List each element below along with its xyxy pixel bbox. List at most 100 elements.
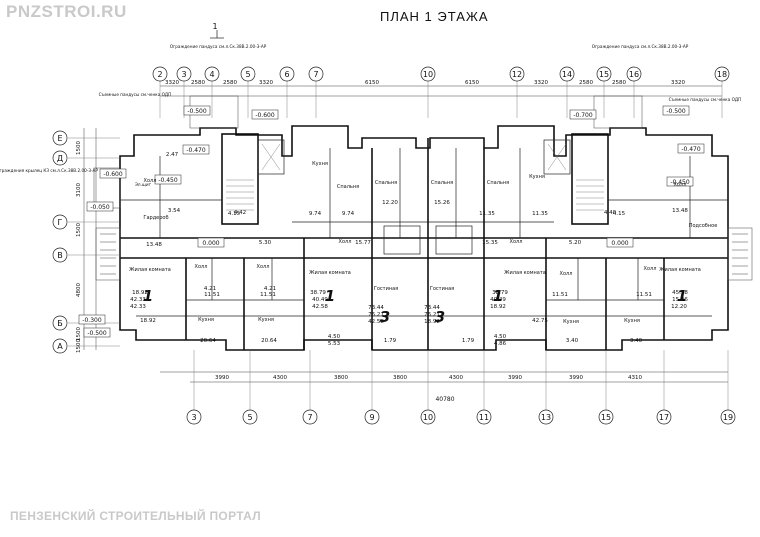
- dim-bottom-2: 3800: [334, 375, 348, 381]
- axis-top-4: 4: [209, 70, 214, 79]
- dim-left-5: 1500: [76, 339, 82, 353]
- level-mark-4: -0.500: [666, 108, 686, 115]
- level-mark-8: -0.450: [158, 177, 178, 184]
- apartment-number-0: 1: [143, 287, 153, 305]
- area-10: 73.44: [424, 305, 440, 311]
- area-38: 4.21: [264, 286, 276, 292]
- dim-top-3: 3320: [259, 80, 273, 86]
- area-11: 76.21: [424, 312, 440, 318]
- area-22: 12.20: [382, 200, 398, 206]
- axis-bottom-5: 5: [247, 413, 252, 422]
- lift-left: [257, 139, 285, 175]
- area-8: 76.21: [368, 312, 384, 318]
- room-label-10: Кухня: [312, 161, 328, 167]
- axis-bottom-7-circle: [302, 409, 318, 425]
- room-label-11: Кухня: [529, 174, 545, 180]
- stair-right: [571, 133, 609, 225]
- dim-bottom-7: 4310: [628, 375, 642, 381]
- level-mark-11: -0.500: [87, 330, 107, 337]
- area-17: 45.18: [672, 290, 688, 296]
- area-51: 5.53: [328, 341, 341, 347]
- room-label-14: Кухня: [563, 319, 579, 325]
- note-2: Съемные пандусы см.ченка ОДП: [99, 92, 172, 97]
- area-28: 5.30: [259, 240, 272, 246]
- room-label-7: Спальня: [375, 180, 397, 186]
- area-30: 3.54: [168, 208, 181, 214]
- axis-left-Е-circle: [52, 130, 68, 146]
- room-label-6: Спальня: [337, 184, 359, 190]
- level-mark-0: -0.500: [187, 108, 207, 115]
- room-label-0: Жилая комната: [129, 267, 171, 273]
- axis-left-Д: Д: [57, 154, 63, 163]
- area-15: 18.92: [490, 304, 506, 310]
- area-6: 42.58: [312, 304, 328, 310]
- note-1: Ограждение пандуса см.л.Ск.38В.2.00-3-АР: [592, 44, 689, 49]
- room-label-12: Кухня: [198, 317, 214, 323]
- dim-left-0: 1500: [76, 141, 82, 155]
- level-mark-7: -0.050: [90, 204, 110, 211]
- apartment-number-4: 1: [493, 287, 503, 305]
- dim-bottom-6: 3990: [569, 375, 583, 381]
- axis-top-4-circle: [204, 66, 220, 82]
- area-24: 11.35: [479, 211, 495, 217]
- room-label-19: Холл: [644, 266, 657, 272]
- level-mark-12: 0.000: [202, 240, 219, 247]
- axis-left-Б: Б: [57, 319, 63, 328]
- dim-top-4: 6150: [365, 80, 379, 86]
- room-label-3: Гостиная: [430, 286, 454, 292]
- axis-bottom-17-circle: [656, 409, 672, 425]
- plan-title: ПЛАН 1 ЭТАЖА: [380, 9, 489, 24]
- level-mark-3: -0.700: [573, 112, 593, 119]
- apartment-number-5: 1: [677, 287, 687, 305]
- level-mark-1: -0.470: [186, 147, 206, 154]
- note-4: Места ограждения крылец КЗ см.л.Ск.38В.2…: [0, 168, 98, 173]
- area-1: 42.33: [130, 297, 146, 303]
- axis-top-15: 15: [599, 70, 609, 79]
- area-19: 12.20: [671, 304, 687, 310]
- axis-left-Г-circle: [52, 214, 68, 230]
- axis-top-3: 3: [181, 70, 186, 79]
- room-label-25: Подсобное: [689, 223, 718, 229]
- area-3: 18.92: [140, 318, 156, 324]
- axis-top-16: 16: [629, 70, 639, 79]
- axis-bottom-13-circle: [538, 409, 554, 425]
- axis-bottom-7: 7: [307, 413, 312, 422]
- axis-top-12-circle: [509, 66, 525, 82]
- dim-left-3: 4800: [76, 283, 82, 297]
- room-label-16: Холл: [195, 264, 208, 270]
- room-label-22: Холл: [144, 178, 157, 184]
- axis-top-2: 2: [157, 70, 162, 79]
- area-13: 38.79: [492, 290, 508, 296]
- axis-left-А: А: [57, 342, 63, 351]
- area-29: 5.20: [569, 240, 582, 246]
- level-mark-5: -0.470: [681, 146, 701, 153]
- axis-top-7-circle: [308, 66, 324, 82]
- axis-left-Д-circle: [52, 150, 68, 166]
- axis-left-А-circle: [52, 338, 68, 354]
- dim-top-1: 2580: [191, 80, 205, 86]
- level-mark-2: -0.600: [255, 112, 275, 119]
- axis-top-10: 10: [423, 70, 433, 79]
- apartment-number-2: 3: [380, 308, 390, 326]
- dim-top-0: 3320: [165, 80, 179, 86]
- area-43: 20.64: [200, 338, 216, 344]
- axis-bottom-9-circle: [364, 409, 380, 425]
- dim-bottom-3: 3800: [393, 375, 407, 381]
- dim-top-7: 2580: [579, 80, 593, 86]
- axis-bottom-13: 13: [541, 413, 551, 422]
- area-27: 15.35: [482, 240, 498, 246]
- axis-top-18: 18: [717, 70, 727, 79]
- axis-top-14: 14: [562, 70, 572, 79]
- axis-left-Е: Е: [57, 134, 62, 143]
- dim-total: 40780: [435, 396, 454, 403]
- lift-right: [543, 139, 571, 175]
- area-26: 15.77: [355, 240, 371, 246]
- axis-bottom-11: 11: [479, 413, 489, 422]
- room-label-15: Кухня: [624, 318, 640, 324]
- watermark-top: PNZSTROI.RU: [6, 2, 127, 21]
- axis-top-15-circle: [596, 66, 612, 82]
- apartment-number-1: 1: [325, 287, 335, 305]
- room-label-23: Холл: [674, 182, 687, 188]
